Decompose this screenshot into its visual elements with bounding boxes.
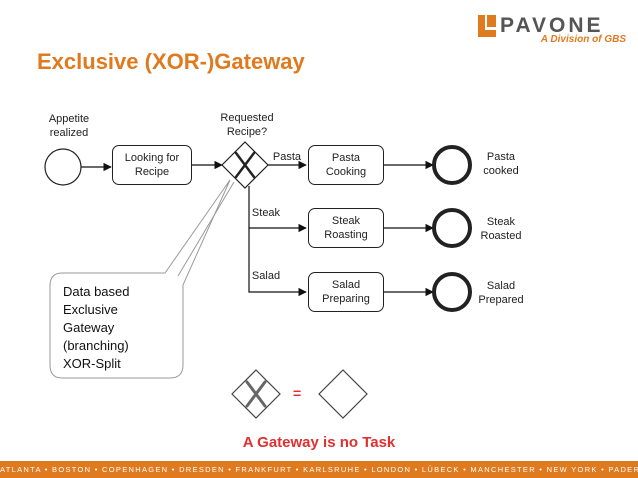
task-steak-roasting: Steak Roasting: [308, 208, 384, 248]
end-event-salad: [432, 272, 472, 312]
logo-wordmark: PAVONE: [500, 14, 604, 37]
end-event-label-salad: Salad Prepared: [478, 280, 524, 306]
equivalence-x-icon: [245, 380, 267, 408]
equivalence-xor-gateway: [231, 369, 281, 419]
flow-salad: [248, 228, 307, 297]
start-event-label: Appetite realized: [48, 113, 90, 139]
pavone-logo: PAVONE A Division of GBS: [478, 12, 628, 46]
logo-subtitle: A Division of GBS: [540, 34, 626, 45]
equals-sign: =: [293, 385, 302, 401]
callout-bubble: [49, 179, 231, 379]
tagline: A Gateway is no Task: [242, 434, 396, 451]
gateway-label: Requested Recipe?: [220, 112, 274, 138]
task-looking-for-recipe: Looking for Recipe: [112, 145, 192, 185]
end-event-steak: [432, 208, 472, 248]
footer-cities: ATLANTA • BOSTON • COPENHAGEN • DRESDEN …: [0, 461, 638, 478]
callout-text: Data based Exclusive Gateway (branching)…: [63, 284, 130, 371]
start-event: [44, 148, 82, 186]
slide-title: Exclusive (XOR-)Gateway: [37, 49, 305, 74]
flow-label-steak: Steak: [251, 207, 281, 219]
end-event-pasta: [432, 145, 472, 185]
end-event-label-steak: Steak Roasted: [480, 216, 522, 242]
xor-x-icon: [234, 151, 256, 179]
flow-label-pasta: Pasta: [272, 151, 302, 163]
equivalence-empty-gateway: [318, 369, 368, 419]
task-pasta-cooking: Pasta Cooking: [308, 145, 384, 185]
pavone-logo-mark-icon: [478, 15, 496, 37]
flow-label-salad: Salad: [251, 270, 281, 282]
callout-pointer: [177, 181, 235, 277]
end-event-label-pasta: Pasta cooked: [483, 151, 519, 177]
task-salad-preparing: Salad Preparing: [308, 272, 384, 312]
xor-gateway: [221, 141, 269, 189]
